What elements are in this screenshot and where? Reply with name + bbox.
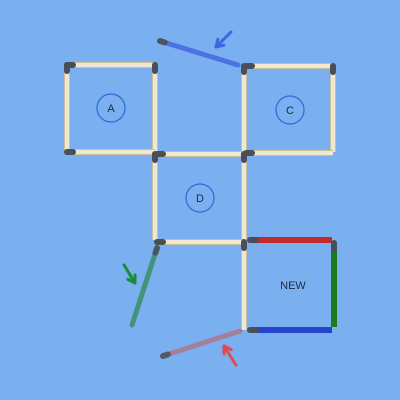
label-d: D: [196, 193, 204, 205]
label-new: NEW: [280, 280, 306, 292]
arrow-down-left-icon: [214, 30, 233, 49]
arrow-up-left-icon: [222, 344, 238, 367]
square-new: NEW: [241, 237, 337, 333]
square-a: A: [64, 62, 158, 155]
removed-stick-red[interactable]: [160, 328, 243, 359]
label-circle-a: [96, 93, 126, 123]
arrow-down-right-icon: [122, 263, 137, 285]
label-circle-c: [275, 95, 305, 125]
label-circle-d: [185, 183, 215, 213]
square-c: C: [241, 63, 336, 156]
label-a: A: [107, 103, 115, 115]
square-d: D: [152, 151, 247, 245]
label-c: C: [286, 105, 294, 117]
removed-stick-green[interactable]: [129, 245, 160, 328]
removed-stick-blue[interactable]: [157, 38, 241, 68]
